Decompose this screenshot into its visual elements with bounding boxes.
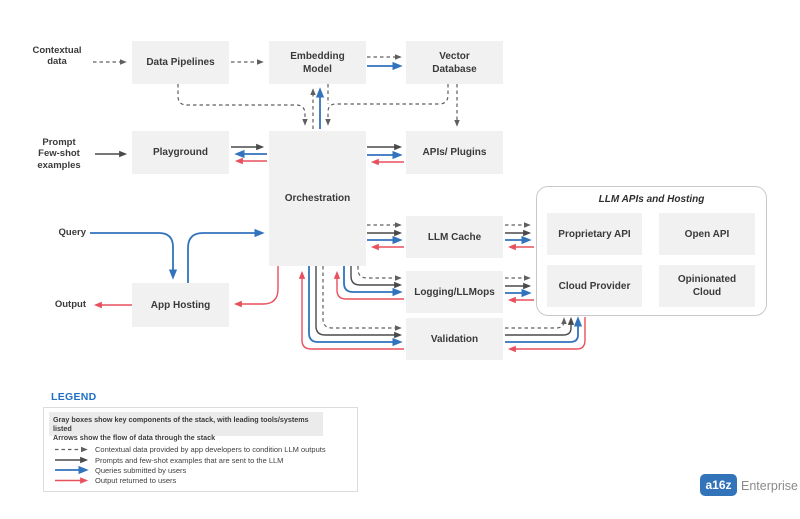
label-prompt-few-shot: Prompt Few-shot examples bbox=[37, 137, 81, 171]
node-validation: Validation bbox=[406, 318, 503, 360]
arrow-orchestration-to-logging-context bbox=[357, 266, 402, 281]
arrow-query-to-apphosting bbox=[90, 232, 178, 280]
node-orchestration: Orchestration bbox=[269, 131, 366, 266]
label-query: Query bbox=[58, 227, 86, 238]
node-embedding-model: Embedding Model bbox=[269, 41, 366, 84]
legend-note-arrows: Arrows show the flow of data through the… bbox=[53, 433, 216, 442]
legend-item-prompts: Prompts and few-shot examples that are s… bbox=[95, 455, 284, 465]
node-playground: Playground bbox=[132, 131, 229, 174]
label-contextual-data: Contextual data bbox=[32, 45, 82, 68]
legend-title: LEGEND bbox=[51, 391, 97, 403]
node-opinionated-cloud: Opinionated Cloud bbox=[659, 265, 755, 307]
arrow-validation-to-llmapis-query bbox=[505, 316, 583, 343]
legend-item-contextual: Contextual data provided by app develope… bbox=[95, 445, 326, 454]
node-open-api: Open API bbox=[659, 213, 755, 255]
arrow-orchestration-to-validation-prompts bbox=[315, 266, 403, 339]
arrow-orchestration-to-apphosting-output bbox=[233, 266, 279, 308]
arrow-orchestration-to-validation-context bbox=[322, 266, 402, 331]
label-output: Output bbox=[54, 299, 86, 310]
legend-note-boxes: Gray boxes show key components of the st… bbox=[49, 412, 323, 436]
arrow-vectordb-to-orchestration bbox=[325, 84, 449, 126]
arrow-orchestration-to-validation-query bbox=[308, 266, 403, 347]
arrow-orchestration-to-logging-query bbox=[343, 266, 403, 297]
arrow-validation-to-llmapis-context bbox=[505, 317, 567, 329]
node-cloud-provider: Cloud Provider bbox=[547, 265, 642, 307]
arrow-pipelines-to-orchestration bbox=[177, 84, 308, 126]
arrow-llmapis-to-validation-output bbox=[507, 317, 586, 353]
node-proprietary-api: Proprietary API bbox=[547, 213, 642, 255]
node-vector-database: Vector Database bbox=[406, 41, 503, 84]
arrow-validation-to-llmapis-prompts bbox=[505, 316, 575, 336]
legend-item-output: Output returned to users bbox=[95, 476, 177, 485]
node-logging-llmops: Logging/LLMops bbox=[406, 271, 503, 313]
arrow-orchestration-to-logging-prompts bbox=[350, 266, 403, 289]
a16z-wordmark: Enterprise bbox=[741, 479, 798, 493]
group-title: LLM APIs and Hosting bbox=[598, 194, 705, 205]
node-data-pipelines: Data Pipelines bbox=[132, 41, 229, 84]
node-llm-cache: LLM Cache bbox=[406, 216, 503, 258]
a16z-logo: a16z bbox=[700, 474, 737, 496]
arrow-logging-to-orchestration-output bbox=[333, 270, 404, 300]
node-apis-plugins: APIs/ Plugins bbox=[406, 131, 503, 174]
legend-item-queries: Queries submitted by users bbox=[95, 465, 187, 475]
node-app-hosting: App Hosting bbox=[132, 283, 229, 327]
arrow-validation-to-orchestration-output bbox=[298, 270, 404, 350]
arrow-apphosting-to-orchestration-query bbox=[187, 228, 265, 283]
